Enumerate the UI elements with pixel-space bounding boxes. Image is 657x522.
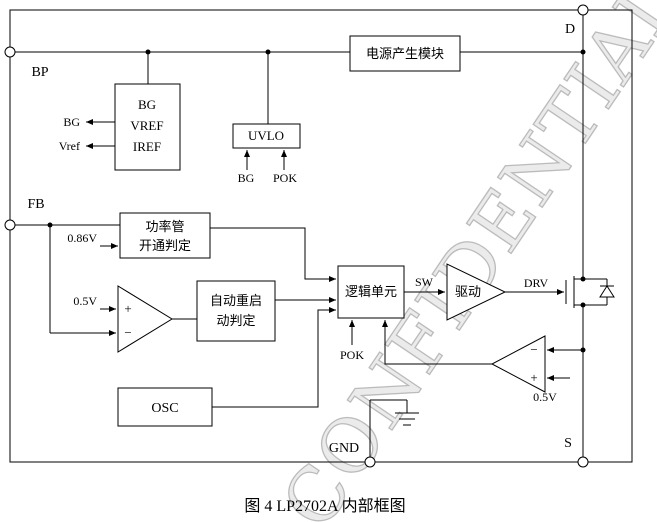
pin-bp xyxy=(4,46,16,58)
junction-dot xyxy=(47,222,53,228)
comparator1-plus-sign: + xyxy=(124,301,131,316)
label-bandgap-iref: IREF xyxy=(133,139,161,154)
block-osc xyxy=(117,387,213,427)
ground-symbol xyxy=(395,400,419,426)
signal-label-vref-out: Vref xyxy=(59,139,80,153)
diode-triangle xyxy=(599,285,615,298)
pin-s xyxy=(577,456,589,468)
junction-dot xyxy=(145,49,151,55)
chip-boundary xyxy=(9,9,633,463)
block-uvlo xyxy=(232,123,301,149)
junction-dot xyxy=(580,49,586,55)
block-bandgap xyxy=(114,83,181,171)
signal-label-pok-in: POK xyxy=(340,348,364,362)
wire-comparator2-to-logic xyxy=(382,320,492,365)
wire-osc-to-logic xyxy=(212,307,336,408)
label-bandgap-vref: VREF xyxy=(130,118,163,133)
junction-dot xyxy=(580,347,586,353)
pin-gnd xyxy=(364,456,376,468)
label-driver: 驱动 xyxy=(455,284,481,299)
signal-label-086v: 0.86V xyxy=(67,231,97,245)
pin-fb xyxy=(4,219,16,231)
mosfet-symbol xyxy=(565,276,583,308)
figure-caption: 图 4 LP2702A 内部框图 xyxy=(244,497,405,515)
driver-triangle xyxy=(446,263,507,321)
block-logic-unit xyxy=(337,265,405,319)
junction-dot xyxy=(265,49,271,55)
wire-fet-judge-to-logic xyxy=(210,227,336,282)
signal-label-sw: SW xyxy=(415,275,434,289)
signal-label-drv: DRV xyxy=(524,276,549,290)
pin-d xyxy=(577,4,589,16)
signal-label-uvlo-bg: BG xyxy=(238,171,255,185)
label-fet-judge-line1: 功率管 xyxy=(145,219,184,234)
pin-label-fb: FB xyxy=(27,197,44,212)
block-auto-restart-judge xyxy=(196,280,276,342)
label-fet-judge-line2: 开通判定 xyxy=(139,238,191,253)
signal-label-05v-right: 0.5V xyxy=(533,390,557,404)
comparator2-minus-sign: − xyxy=(530,342,537,357)
label-uvlo: UVLO xyxy=(248,128,284,143)
label-logic-unit: 逻辑单元 xyxy=(345,284,397,299)
comparator2-plus-sign: + xyxy=(530,370,537,385)
pin-label-s: S xyxy=(564,436,572,451)
block-power-module xyxy=(349,35,461,72)
comparator1-minus-sign: − xyxy=(124,325,131,340)
junction-dot xyxy=(580,302,586,308)
label-auto-restart-line1: 自动重启 xyxy=(210,293,262,308)
label-auto-restart-line2: 动判定 xyxy=(216,313,255,328)
label-bandgap-bg: BG xyxy=(138,97,156,112)
body-diode-symbol xyxy=(583,278,615,306)
comparator2-triangle xyxy=(490,335,546,393)
label-power-module: 电源产生模块 xyxy=(366,46,444,61)
pin-label-bp: BP xyxy=(31,65,48,80)
pin-label-gnd: GND xyxy=(329,441,359,456)
junction-dot xyxy=(580,276,586,282)
signal-label-bg-out: BG xyxy=(63,115,80,129)
comparator1-triangle xyxy=(117,285,173,353)
signal-label-05v-left: 0.5V xyxy=(73,294,97,308)
wires xyxy=(15,15,584,457)
label-osc: OSC xyxy=(151,401,178,416)
signal-label-uvlo-pok: POK xyxy=(273,171,297,185)
pin-label-d: D xyxy=(565,22,575,37)
block-fet-turn-on-judge xyxy=(119,212,211,259)
